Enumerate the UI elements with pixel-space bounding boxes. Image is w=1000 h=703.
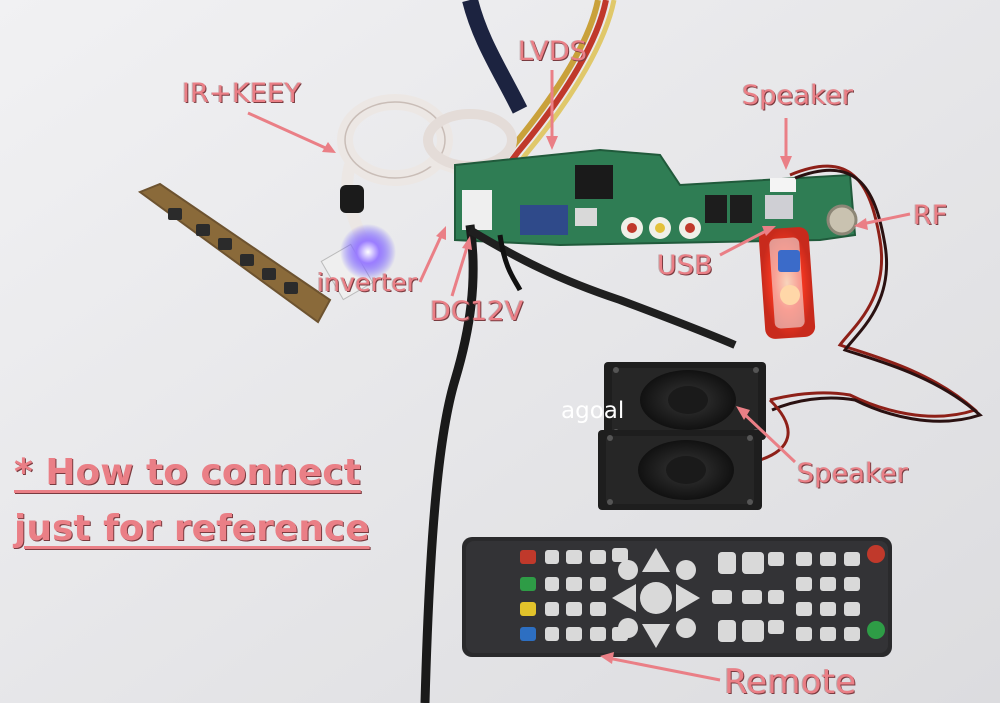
inverter-label: inverter (317, 268, 418, 297)
vga-port (520, 205, 568, 235)
speaker-label: Speaker (797, 458, 909, 489)
rf-label: RF (913, 200, 948, 231)
main-chip (575, 165, 613, 199)
usb-stick (758, 227, 816, 339)
dc12v-label: DC12V (430, 296, 524, 327)
ir-key-label: IR+KEEY (182, 78, 302, 109)
key-board (137, 182, 374, 324)
power-icon (867, 545, 885, 563)
speaker-wires (759, 164, 983, 462)
callout-arrows (247, 70, 911, 682)
watermark: agoal (561, 398, 625, 424)
remote-control (462, 537, 892, 657)
dc-cable (420, 224, 478, 703)
rf-connector (826, 204, 858, 236)
remote-label: Remote (724, 662, 857, 702)
main-board (454, 148, 858, 247)
ir-led-glow (340, 224, 396, 280)
usb-port (765, 195, 793, 219)
lvds-label: LVDS (518, 36, 588, 67)
lvds-cable (457, 0, 617, 226)
speaker-connector-label: Speaker (742, 80, 854, 111)
speaker-top (604, 362, 766, 440)
speaker-bottom (598, 430, 762, 510)
caption-line-2: just for reference (14, 508, 370, 549)
caption-line-1: * How to connect (14, 452, 361, 493)
usb-label: USB (657, 250, 714, 281)
